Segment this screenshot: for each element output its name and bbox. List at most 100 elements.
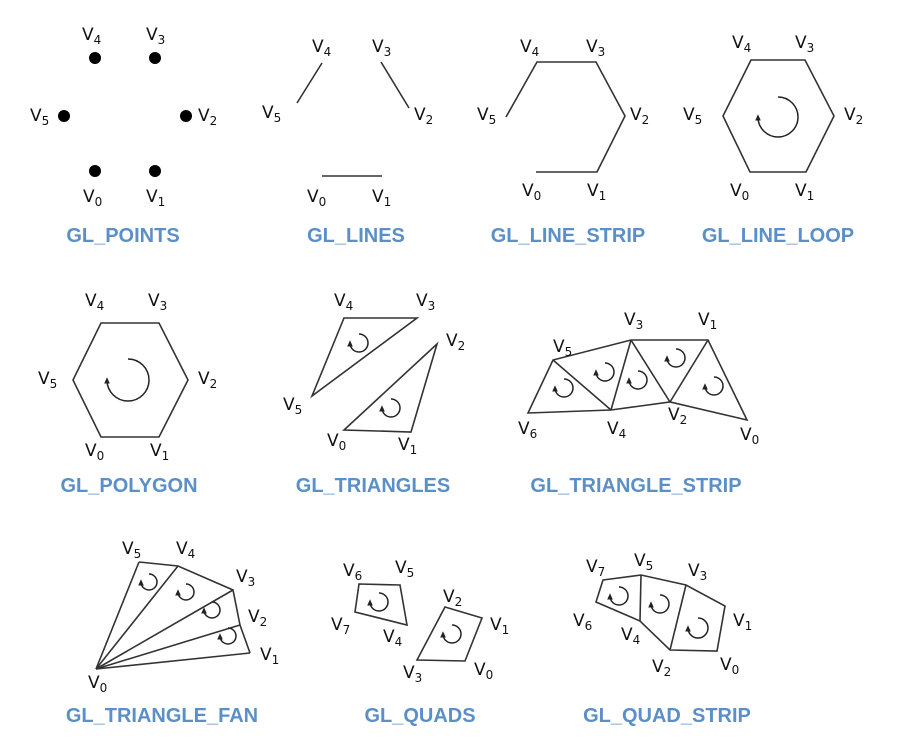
vertex-label-line-loop-2: V5 [683, 105, 702, 127]
vertex-letter: V [740, 425, 752, 445]
vertex-label-line-loop-4: V0 [730, 181, 749, 203]
vertex-letter: V [624, 310, 636, 330]
vertex-label-polygon-2: V5 [38, 369, 57, 391]
winding-arrow-fan-1 [138, 573, 158, 591]
vertex-label-line-strip-0: V4 [520, 37, 539, 59]
caption-gl-points: GL_POINTS [66, 225, 180, 247]
vertex-label-triangle-fan-5: V0 [88, 673, 107, 695]
vertex-letter: V [795, 33, 807, 53]
vertex-label-quad-strip-3: V6 [573, 611, 592, 633]
quad-1 [354, 583, 409, 627]
vertex-letter: V [176, 539, 188, 559]
triangle-1 [310, 317, 420, 399]
vertex-letter: V [150, 441, 162, 461]
caption-gl-lines: GL_LINES [307, 225, 405, 247]
winding-arrow-quad-strip-1 [607, 586, 629, 606]
vertex-letter: V [198, 106, 210, 126]
vertex-label-triangle-fan-1: V4 [176, 539, 195, 561]
vertex-subscript: 7 [343, 623, 351, 637]
vertex-subscript: 0 [339, 439, 347, 453]
vertex-subscript: 2 [642, 113, 650, 127]
line-loop-hexagon [722, 59, 835, 173]
vertex-letter: V [83, 187, 95, 207]
vertex-subscript: 3 [636, 318, 644, 332]
vertex-subscript: 2 [210, 377, 218, 391]
vertex-letter: V [586, 37, 598, 57]
vertex-letter: V [88, 673, 100, 693]
vertex-letter: V [312, 37, 324, 57]
vertex-label-quads-0: V6 [343, 561, 362, 583]
vertex-label-lines-0: V4 [312, 37, 331, 59]
line-strip-path [505, 61, 626, 173]
vertex-label-quads-5: V1 [490, 615, 509, 637]
vertex-subscript: 1 [710, 318, 718, 332]
vertex-letter: V [652, 657, 664, 677]
fan-spoke-1 [95, 624, 241, 670]
vertex-letter: V [148, 291, 160, 311]
vertex-subscript: 1 [502, 623, 510, 637]
vertex-label-triangle-fan-0: V5 [122, 539, 141, 561]
vertex-label-triangle-strip-2: V5 [553, 337, 572, 359]
vertex-label-points-3: V2 [198, 106, 217, 128]
caption-gl-triangles: GL_TRIANGLES [295, 475, 451, 497]
vertex-subscript: 3 [415, 671, 423, 685]
vertex-label-triangle-fan-4: V1 [260, 645, 279, 667]
vertex-letter: V [398, 435, 410, 455]
vertex-label-line-strip-3: V2 [630, 105, 649, 127]
vertex-letter: V [283, 395, 295, 415]
vertex-subscript: 3 [428, 299, 436, 313]
vertex-letter: V [331, 615, 343, 635]
vertex-label-quad-strip-0: V7 [586, 557, 605, 579]
vertex-subscript: 2 [210, 114, 218, 128]
quad-2 [415, 606, 484, 662]
vertex-label-points-1: V3 [146, 25, 165, 47]
vertex-label-triangles-2: V2 [446, 331, 465, 353]
vertex-letter: V [732, 33, 744, 53]
vertex-letter: V [38, 369, 50, 389]
vertex-label-triangles-0: V4 [334, 291, 353, 313]
vertex-subscript: 5 [489, 113, 497, 127]
vertex-subscript: 3 [384, 45, 392, 59]
vertex-subscript: 0 [95, 195, 103, 209]
vertex-label-lines-4: V0 [307, 187, 326, 209]
vertex-letter: V [343, 561, 355, 581]
vertex-letter: V [668, 405, 680, 425]
vertex-subscript: 4 [744, 41, 752, 55]
vertex-subscript: 4 [97, 299, 105, 313]
winding-arrow-strip-5 [702, 376, 724, 396]
vertex-label-polygon-0: V4 [85, 291, 104, 313]
vertex-label-quad-strip-5: V1 [733, 611, 752, 633]
vertex-letter: V [403, 663, 415, 683]
vertex-subscript: 5 [50, 377, 58, 391]
vertex-letter: V [248, 607, 260, 627]
vertex-letter: V [490, 615, 502, 635]
vertex-letter: V [307, 187, 319, 207]
vertex-label-triangles-1: V3 [416, 291, 435, 313]
vertex-label-triangle-strip-1: V1 [698, 310, 717, 332]
vertex-subscript: 4 [346, 299, 354, 313]
vertex-letter: V [395, 558, 407, 578]
vertex-subscript: 6 [585, 619, 593, 633]
quad-strip-outline [595, 574, 726, 652]
vertex-label-triangle-strip-6: V0 [740, 425, 759, 447]
vertex-label-points-0: V4 [82, 25, 101, 47]
vertex-letter: V [327, 431, 339, 451]
vertex-letter: V [443, 587, 455, 607]
winding-arrow-quad-2 [440, 624, 462, 644]
vertex-subscript: 3 [248, 575, 256, 589]
winding-arrow-strip-2 [593, 362, 615, 382]
caption-gl-quads: GL_QUADS [364, 705, 476, 727]
fan-spoke-2 [95, 589, 234, 670]
vertex-letter: V [146, 25, 158, 45]
fan-rim [138, 561, 251, 654]
winding-arrow-fan-4 [217, 627, 237, 645]
vertex-label-lines-3: V2 [414, 105, 433, 127]
vertex-label-polygon-5: V1 [150, 441, 169, 463]
vertex-label-lines-5: V1 [372, 187, 391, 209]
winding-arrow-fan-3 [201, 601, 221, 619]
vertex-label-line-strip-4: V0 [522, 181, 541, 203]
vertex-letter: V [477, 105, 489, 125]
vertex-subscript: 2 [260, 615, 268, 629]
winding-arrow-polygon [104, 358, 150, 402]
